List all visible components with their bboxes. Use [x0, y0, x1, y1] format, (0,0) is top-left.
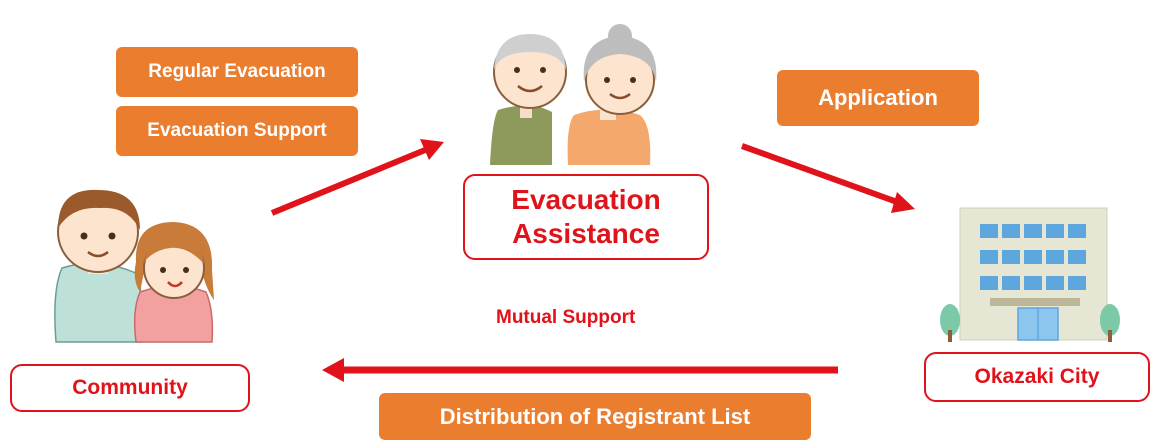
evacuation-support-tag: Evacuation Support — [116, 106, 358, 156]
arrow-city-to-community — [322, 358, 838, 382]
arrow-assistance-to-city — [740, 143, 915, 213]
application-tag: Application — [777, 70, 979, 126]
distribution-tag: Distribution of Registrant List — [379, 393, 811, 440]
evacuation-assistance-box: Evacuation Assistance — [463, 174, 709, 260]
okazaki-city-box: Okazaki City — [924, 352, 1150, 402]
evacuation-assistance-line2: Assistance — [512, 218, 660, 249]
arrow-community-to-assistance — [270, 139, 444, 216]
evacuation-assistance-line1: Evacuation — [511, 184, 661, 215]
community-box: Community — [10, 364, 250, 412]
regular-evacuation-tag: Regular Evacuation — [116, 47, 358, 97]
mutual-support-label: Mutual Support — [496, 307, 636, 328]
